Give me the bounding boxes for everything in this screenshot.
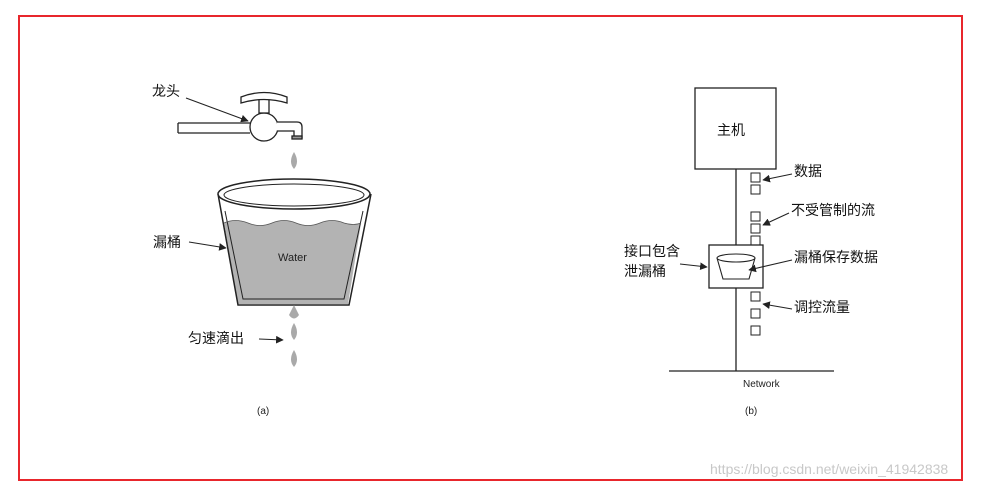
faucet-icon xyxy=(177,91,303,142)
panel-b: 主机 Network 数据 不受管制的流 xyxy=(624,87,878,417)
caption-b: (b) xyxy=(745,406,757,417)
panel-a: Water 龙头 漏桶 匀速滴出 (a) xyxy=(152,84,372,417)
packet-group-unregulated xyxy=(750,172,761,246)
faucet-arrow xyxy=(185,97,249,123)
water-label: Water xyxy=(278,252,307,264)
small-bucket-icon xyxy=(716,253,756,280)
outer-frame xyxy=(18,15,963,481)
bucket xyxy=(217,178,372,306)
watermark: https://blog.csdn.net/weixin_41942838 xyxy=(710,461,948,477)
interface-label-line2: 泄漏桶 xyxy=(624,264,666,280)
caption-a: (a) xyxy=(257,406,269,417)
network-label: Network xyxy=(743,379,781,390)
host-box xyxy=(694,87,777,170)
bucket-label: 漏桶 xyxy=(153,235,181,251)
drip-arrow xyxy=(258,335,284,344)
packet xyxy=(750,223,761,234)
packet xyxy=(750,184,761,195)
unregulated-arrow xyxy=(762,212,790,226)
water-drop xyxy=(291,350,297,367)
bucket-holds-arrow xyxy=(748,259,793,273)
water-drop xyxy=(291,323,297,340)
regulated-arrow xyxy=(762,301,793,310)
unregulated-label: 不受管制的流 xyxy=(791,203,875,219)
drip-label: 匀速滴出 xyxy=(188,330,244,347)
packet xyxy=(750,291,761,302)
bucket-arrow xyxy=(188,241,227,251)
packet xyxy=(750,308,761,319)
host-label: 主机 xyxy=(717,123,745,139)
packet xyxy=(750,172,761,183)
interface-label-line1: 接口包含 xyxy=(624,243,680,260)
faucet-label: 龙头 xyxy=(152,84,180,100)
packet xyxy=(750,235,761,246)
interface-arrow xyxy=(679,262,708,271)
packet xyxy=(750,325,761,336)
bucket-holds-label: 漏桶保存数据 xyxy=(794,250,878,266)
water-drop xyxy=(291,152,297,169)
data-label: 数据 xyxy=(794,164,822,180)
packet xyxy=(750,211,761,222)
data-arrow xyxy=(762,173,793,183)
water-drop xyxy=(289,305,299,319)
packet-group-regulated xyxy=(750,291,761,336)
regulated-label: 调控流量 xyxy=(794,300,850,316)
